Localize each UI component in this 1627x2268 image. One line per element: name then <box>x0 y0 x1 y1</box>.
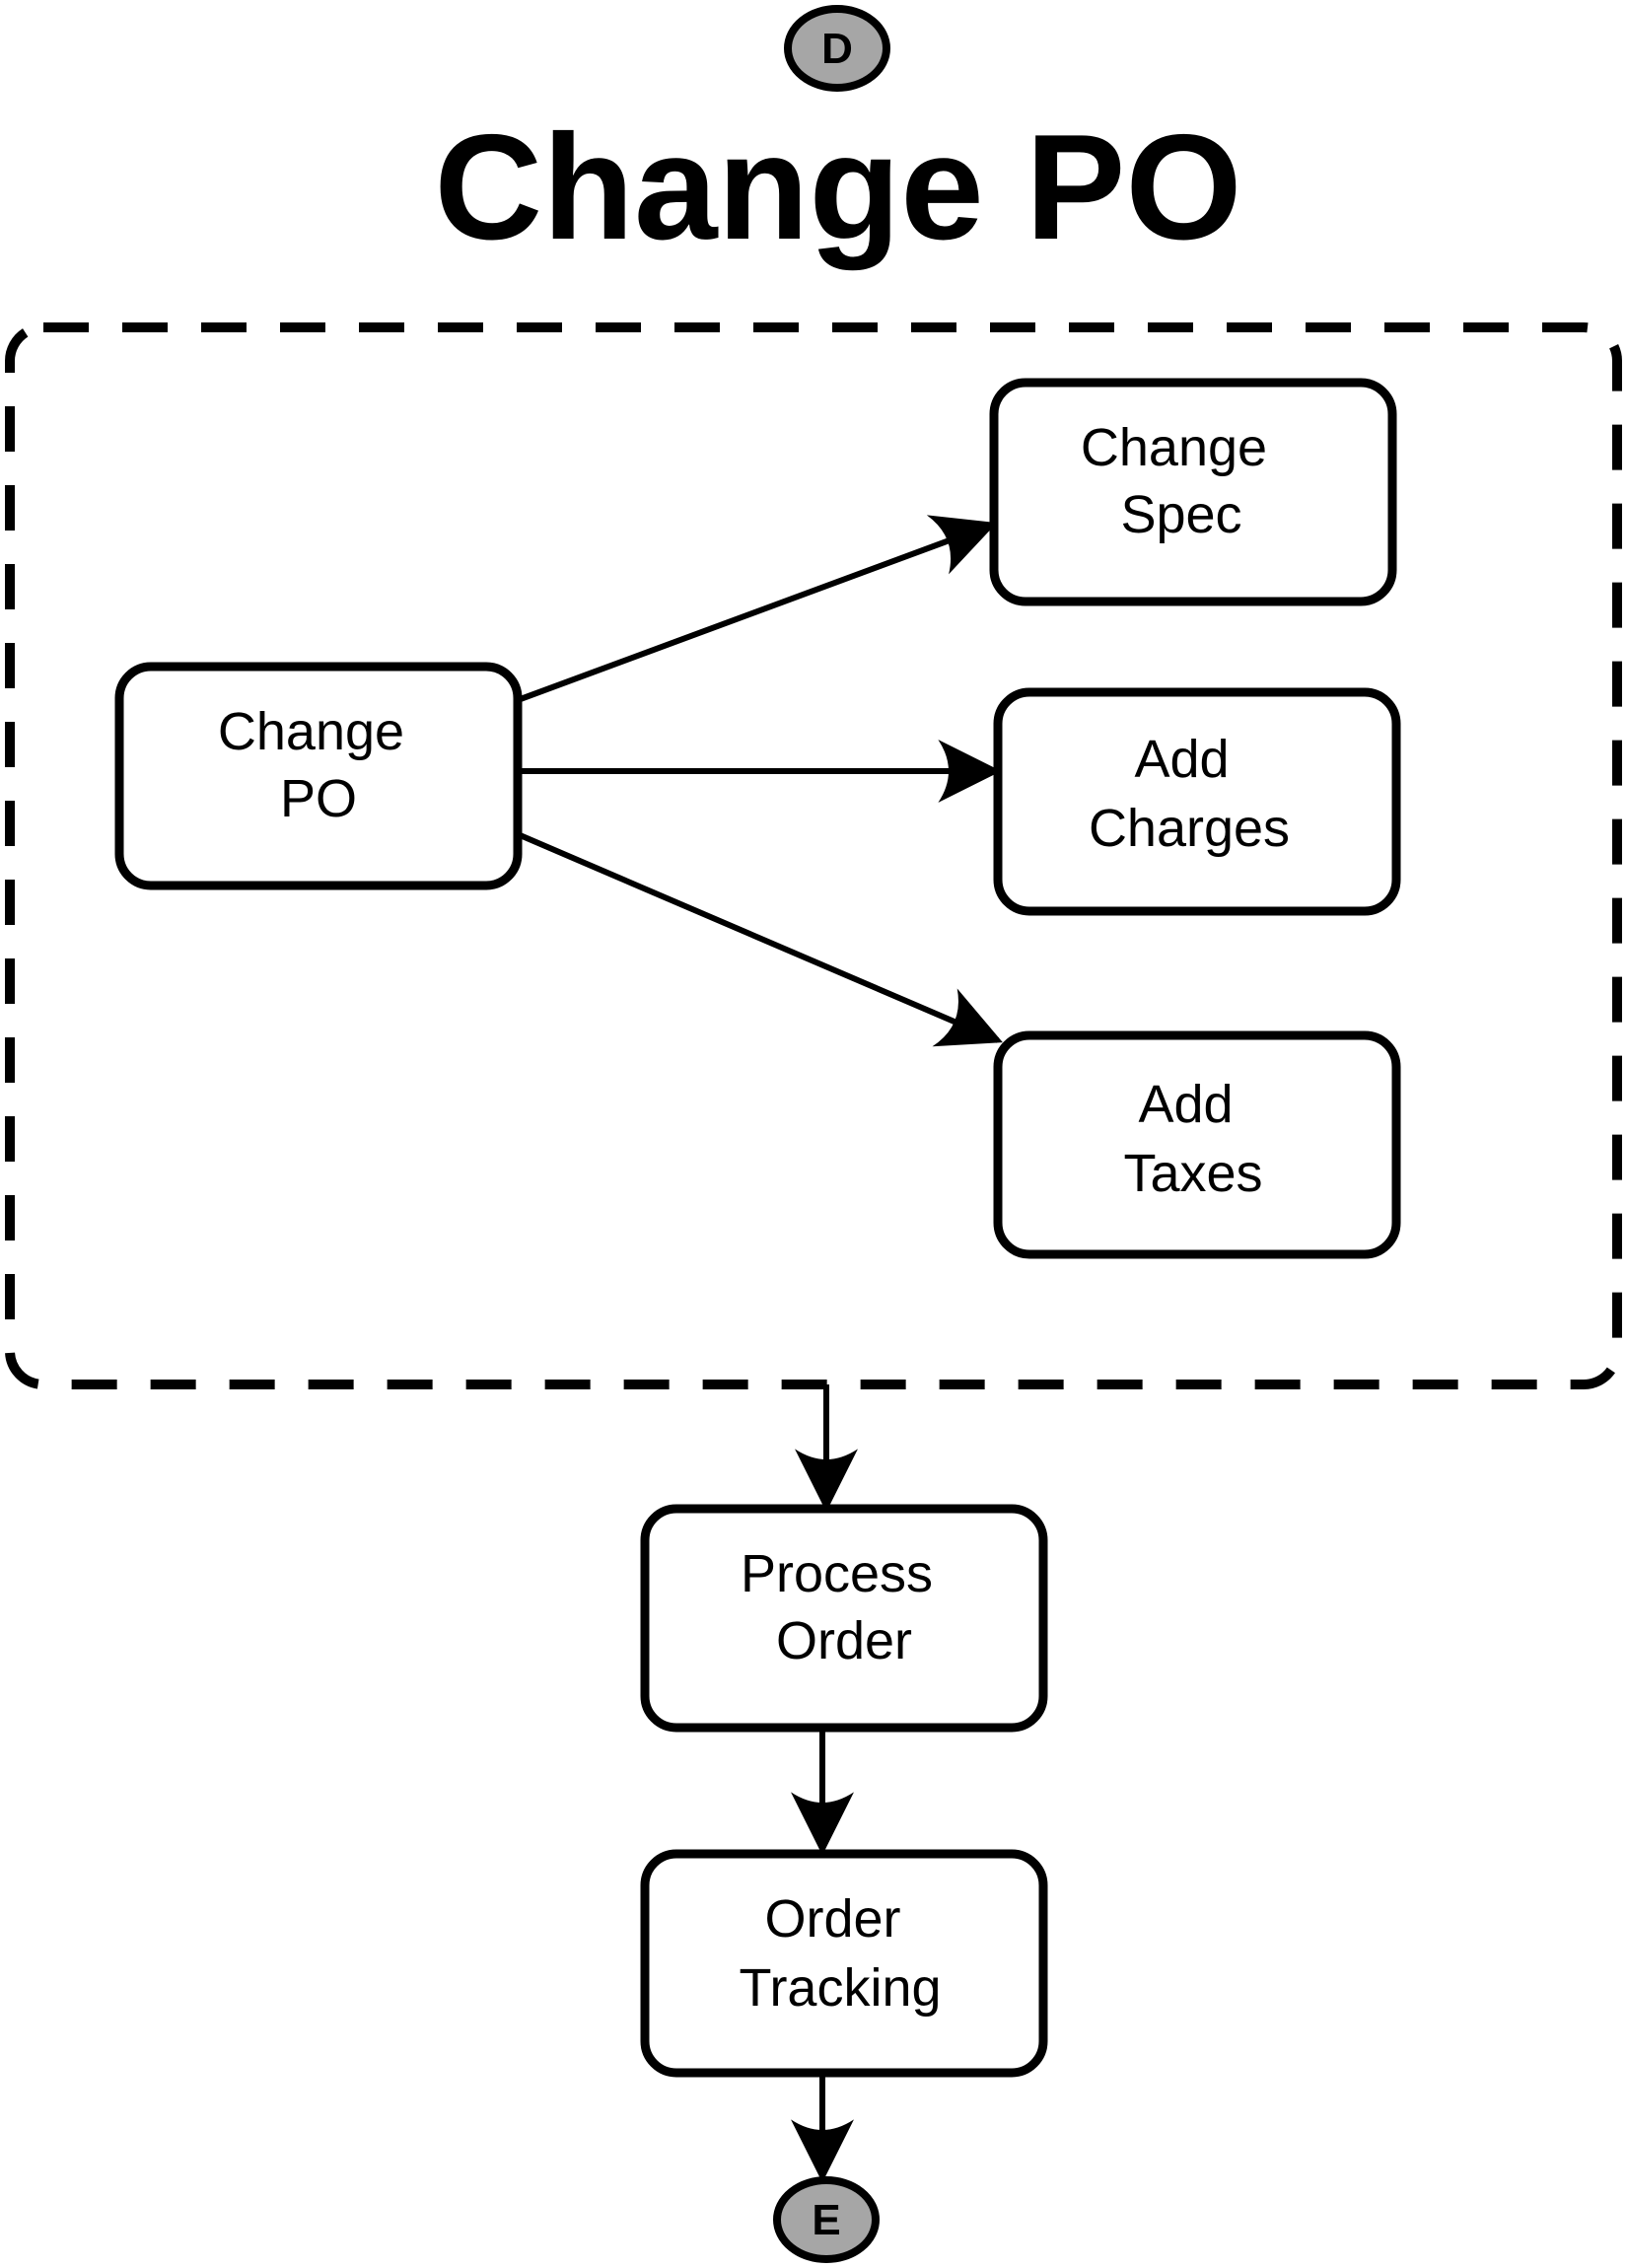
node-add-taxes-line-2: Taxes <box>1123 1144 1262 1203</box>
node-add-taxes-label: Add Taxes <box>1123 1075 1262 1203</box>
node-change-po-line-1: Change <box>218 702 404 761</box>
node-change-spec-label: Change Spec <box>1081 418 1282 544</box>
node-add-charges-line-2: Charges <box>1089 799 1290 858</box>
start-connector: D <box>784 5 890 92</box>
node-change-po: Change PO <box>114 662 523 890</box>
node-order-tracking-line-2: Tracking <box>739 1958 941 2018</box>
node-order-tracking-label: Order Tracking <box>739 1889 941 2018</box>
node-add-charges-line-1: Add <box>1134 730 1229 789</box>
node-change-spec-line-1: Change <box>1081 418 1267 477</box>
node-process-order-label: Process Order <box>741 1544 948 1670</box>
end-connector-label: E <box>812 2196 840 2244</box>
page-title: Change PO <box>434 104 1241 271</box>
node-order-tracking-line-1: Order <box>764 1889 900 1949</box>
node-change-po-line-2: PO <box>280 769 357 828</box>
node-change-spec-line-2: Spec <box>1120 485 1241 544</box>
edge-change-po-to-add-taxes <box>516 831 1003 1047</box>
start-connector-label: D <box>821 25 853 73</box>
node-change-po-label: Change PO <box>218 702 419 828</box>
node-order-tracking: Order Tracking <box>640 1849 1048 2078</box>
node-add-charges-label: Add Charges <box>1089 730 1290 858</box>
node-add-charges: Add Charges <box>993 687 1401 916</box>
node-change-spec: Change Spec <box>989 378 1397 606</box>
change-po-group-boundary <box>5 322 1622 1389</box>
node-process-order: Process Order <box>640 1504 1048 1733</box>
edge-change-po-to-change-spec <box>516 515 998 703</box>
node-process-order-line-1: Process <box>741 1544 933 1603</box>
node-add-taxes-line-1: Add <box>1138 1075 1233 1134</box>
node-add-taxes: Add Taxes <box>993 1030 1401 1259</box>
end-connector: E <box>773 2176 880 2263</box>
node-process-order-line-2: Order <box>776 1611 912 1670</box>
